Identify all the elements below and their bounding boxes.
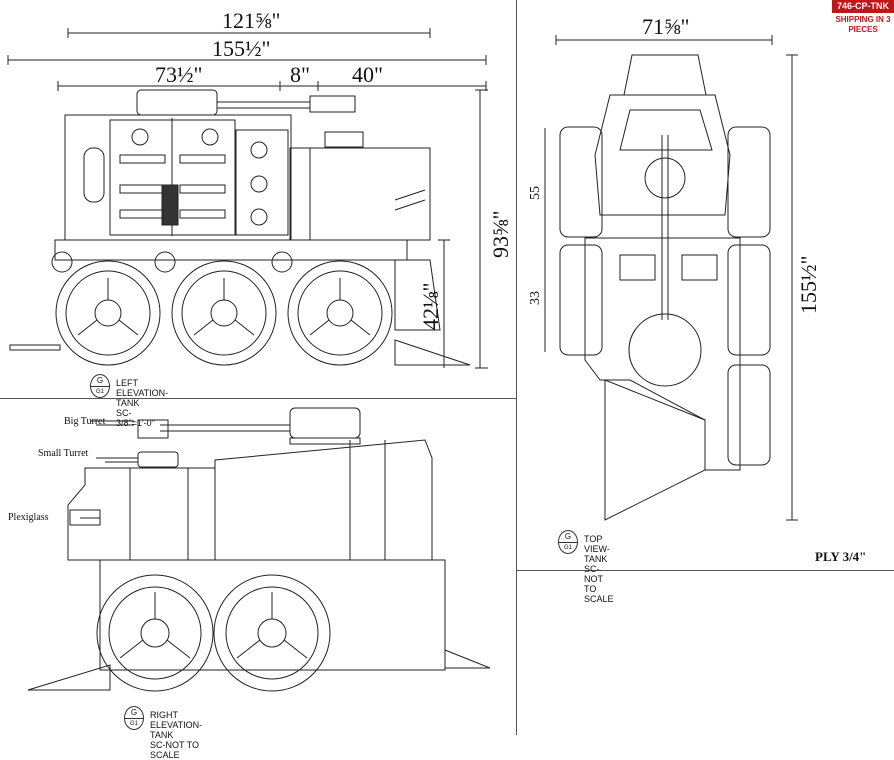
dim-top-length: 155½" xyxy=(796,255,821,314)
dim-height-lower: 42⅛" xyxy=(418,282,443,330)
right-elevation-drawing xyxy=(27,407,491,692)
callout-big-turret: Big Turret xyxy=(64,416,106,427)
sheet-code-badge: 746-CP-TNK SHIPPING IN 3 PIECES xyxy=(832,0,894,40)
divider-horizontal-right xyxy=(516,570,894,571)
dim-overall-2: 155½" xyxy=(212,36,271,61)
left-elevation-drawing xyxy=(7,28,488,369)
top-view-title: TOP VIEW-TANK xyxy=(584,534,610,564)
right-view-scale: SC-NOT TO SCALE xyxy=(150,740,200,760)
dim-top-side-2: 33 xyxy=(528,291,543,305)
dim-height-total: 93⅝" xyxy=(488,210,513,258)
dim-seg-1: 73½" xyxy=(155,62,203,87)
dim-seg-2: 8" xyxy=(290,62,310,87)
dim-top-width: 71⅝" xyxy=(642,14,690,39)
dim-seg-3: 40" xyxy=(352,62,383,87)
ply-note: PLY 3/4" xyxy=(815,549,867,564)
sheet-code: 746-CP-TNK xyxy=(832,0,894,13)
shipping-note: SHIPPING IN 3 PIECES xyxy=(835,15,891,34)
callout-small-turret: Small Turret xyxy=(38,448,89,459)
top-view-scale: SC-NOT TO SCALE xyxy=(584,564,614,604)
callout-plexiglass: Plexiglass xyxy=(8,512,49,523)
dim-top-side-1: 55 xyxy=(528,186,543,200)
left-view-scale: SC-3/8"=1'-0" xyxy=(116,408,155,428)
technical-drawing xyxy=(7,28,798,692)
top-view-drawing xyxy=(544,35,798,521)
divider-vertical xyxy=(516,0,517,735)
dim-overall-1: 121⅝" xyxy=(222,8,281,33)
left-view-title: LEFT ELEVATION-TANK xyxy=(116,378,169,408)
right-view-title: RIGHT ELEVATION-TANK xyxy=(150,710,203,740)
divider-horizontal-left xyxy=(0,398,516,399)
